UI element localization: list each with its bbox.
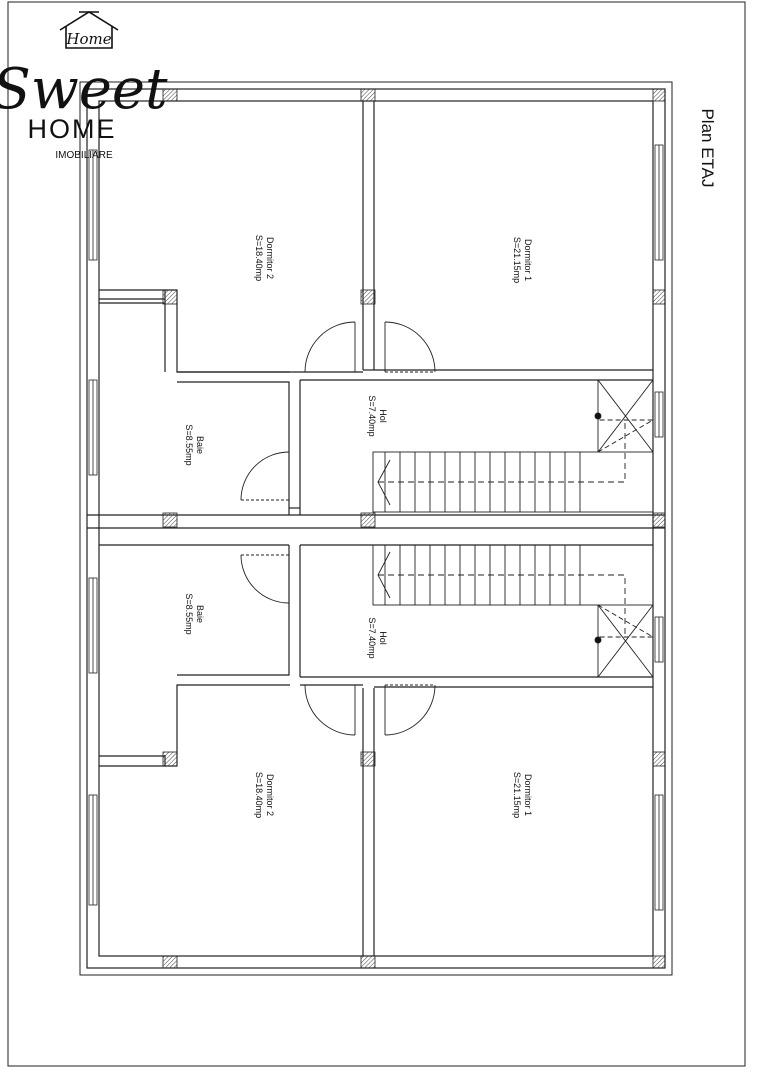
staircase-bottom [372, 544, 655, 678]
room-label-hol-bottom: Hol S=7.40mp [367, 617, 388, 658]
logo-sub-text: IMOBILIARE [55, 150, 113, 161]
doors [240, 321, 436, 736]
room-area: S=21.15mp [512, 237, 522, 283]
room-label-baie-top: Baie S=8.55mp [184, 424, 205, 465]
logo-caps-text: HOME [28, 114, 117, 144]
room-name: Dormitor 2 [265, 774, 275, 816]
logo-script-text: Sweet [0, 57, 168, 122]
structural-columns [162, 88, 666, 969]
outer-boundary [79, 81, 673, 976]
room-area: S=8.55mp [184, 424, 194, 465]
room-name: Dormitor 1 [523, 239, 533, 281]
room-area: S=18.40mp [254, 235, 264, 281]
room-area: S=18.40mp [254, 772, 264, 818]
home-sweet-home-logo: Home Sweet HOME IMOBILIARE [0, 11, 168, 161]
room-name: Hol [378, 631, 388, 645]
logo-roof-text: Home [65, 30, 111, 48]
room-name: Baie [195, 436, 205, 454]
staircase-top [372, 379, 655, 513]
room-area: S=21.15mp [512, 772, 522, 818]
plan-title: Plan ETAJ [698, 108, 717, 187]
room-name: Baie [195, 605, 205, 623]
windows [88, 144, 664, 911]
page-border [7, 1, 746, 1067]
room-label-hol-top: Hol S=7.40mp [367, 395, 388, 436]
plan-title-group: Plan ETAJ [698, 108, 717, 187]
room-area: S=7.40mp [367, 395, 377, 436]
room-label-dormitor2-top: Dormitor 2 S=18.40mp [254, 235, 275, 281]
room-area: S=7.40mp [367, 617, 377, 658]
room-area: S=8.55mp [184, 593, 194, 634]
room-label-dormitor1-top: Dormitor 1 S=21.15mp [512, 237, 533, 283]
room-label-dormitor2-bottom: Dormitor 2 S=18.40mp [254, 772, 275, 818]
room-label-dormitor1-bottom: Dormitor 1 S=21.15mp [512, 772, 533, 818]
room-name: Hol [378, 409, 388, 423]
party-wall [87, 514, 665, 529]
room-name: Dormitor 2 [265, 237, 275, 279]
house-icon [59, 11, 119, 49]
room-name: Dormitor 1 [523, 774, 533, 816]
room-label-baie-bottom: Baie S=8.55mp [184, 593, 205, 634]
